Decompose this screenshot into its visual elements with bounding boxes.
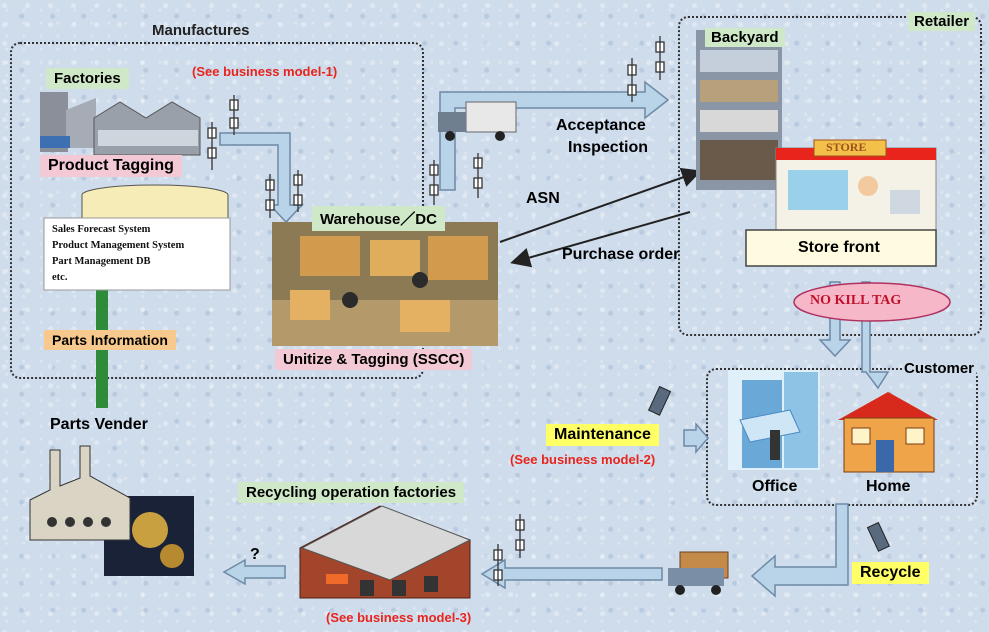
no-kill-tag-oval [793,282,951,322]
recycle-label: Recycle [852,562,929,584]
office-image [728,370,820,470]
factories-label: Factories [46,68,129,89]
asn-line [499,167,702,243]
database-item: etc. [52,272,68,283]
parts-information-label: Parts Information [44,330,176,350]
truck-image [438,101,517,141]
factories-image [40,92,201,156]
customer-title: Customer [902,360,977,377]
home-label: Home [866,478,911,495]
backyard-image [696,30,782,190]
recycling-factory-image [299,505,472,599]
business-model-3-link[interactable]: (See business model-3) [326,610,472,625]
asn-label: ASN [526,190,560,207]
database-item: Product Management System [52,240,185,251]
product-tagging-label: Product Tagging [40,155,182,177]
inspection-label: Inspection [568,139,649,156]
parts-vender-image [29,445,194,576]
rfid-tag-icon [207,36,665,586]
no-kill-tag-label: NO KILL TAG [810,293,902,308]
purchase-order-label: Purchase order [562,246,680,263]
handheld-reader-icon [647,385,891,552]
flow-arrow-recycling-vender [222,558,286,586]
business-model-1-link[interactable]: (See business model-1) [192,64,338,79]
database-item: Sales Forecast System [52,224,151,235]
flow-arrow-maintenance [683,421,709,455]
warehouse-dc-label: Warehouse／DC [312,206,445,231]
store-front-label: Store front [798,239,880,256]
maintenance-label: Maintenance [546,424,659,446]
database-label-box [43,217,231,291]
warehouse-image [272,222,498,346]
store-front-box [745,229,937,267]
recycle-truck-image [668,551,729,595]
flow-arrow-warehouse-retailer [439,80,670,191]
office-label: Office [752,478,798,495]
acceptance-label: Acceptance [556,117,646,134]
parts-vender-label: Parts Vender [50,416,148,433]
flow-arrow-truck-recycling [480,558,663,590]
database-list: Sales Forecast System Product Management… [52,222,184,286]
retailer-title: Retailer [908,12,976,31]
question-mark: ? [250,546,260,563]
home-image [838,392,938,473]
recycling-factories-label: Recycling operation factories [238,482,465,503]
backyard-label: Backyard [705,28,785,47]
manufactures-title: Manufactures [152,22,250,39]
unitize-tagging-label: Unitize & Tagging (SSCC) [275,349,473,370]
flow-arrow-factory-warehouse [219,132,304,224]
flow-arrow-recycle [750,503,849,598]
store-image [775,139,937,231]
database-item: Part Management DB [52,256,151,267]
business-model-2-link[interactable]: (See business model-2) [510,452,656,467]
purchase-order-line [510,211,691,268]
store-sign: STORE [826,140,867,154]
